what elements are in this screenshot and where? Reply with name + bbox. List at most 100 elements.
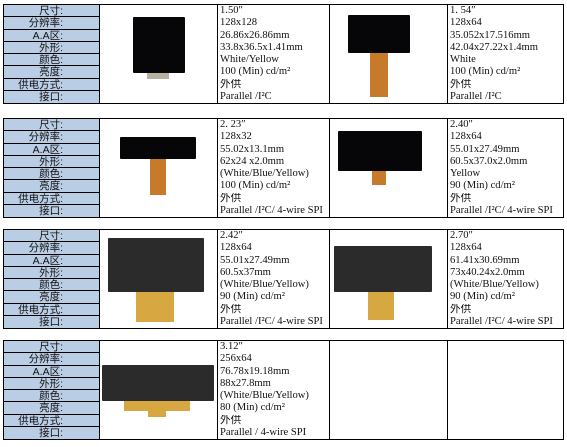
spec-values: 2.42" 128x64 55.01x27.49mm 60.5x37mm (Wh… bbox=[218, 230, 329, 328]
label-power: 供电方式: bbox=[4, 79, 99, 92]
spec-active-area: 55.01x27.49mm bbox=[220, 254, 290, 266]
product-cell: 2.70" 128x64 61.41x30.69mm 73x40.24x2.0m… bbox=[330, 230, 563, 328]
label-column: 尺寸: 分辨率: A.A区: 外形: 颜色: 亮度: 供电方式: 接口: bbox=[4, 119, 100, 217]
product-image bbox=[100, 5, 218, 103]
spec-power: 外供 bbox=[220, 414, 242, 426]
flex-cable bbox=[370, 53, 388, 97]
label-brightness: 亮度: bbox=[4, 291, 99, 304]
label-active-area: A.A区: bbox=[4, 144, 99, 156]
spec-brightness: 90 (Min) cd/m² bbox=[220, 291, 285, 303]
spec-values: 2.70" 128x64 61.41x30.69mm 73x40.24x2.0m… bbox=[448, 230, 563, 328]
label-color: 颜色: bbox=[4, 54, 99, 67]
label-size: 尺寸: bbox=[4, 119, 99, 132]
spec-outline: 42.04x27.22x1.4mm bbox=[450, 41, 538, 53]
label-outline: 外形: bbox=[4, 156, 99, 169]
oled-panel bbox=[348, 15, 410, 53]
spec-brightness: 80 (Min) cd/m² bbox=[220, 402, 285, 414]
flex-cable bbox=[148, 411, 166, 417]
spec-resolution: 128x64 bbox=[450, 17, 482, 29]
spec-color: (White/Blue/Yellow) bbox=[220, 168, 309, 180]
oled-panel bbox=[102, 365, 214, 401]
oled-panel bbox=[338, 131, 422, 171]
oled-panel bbox=[108, 238, 204, 292]
label-column: 尺寸: 分辨率: A.A区: 外形: 颜色: 亮度: 供电方式: 接口: bbox=[4, 341, 100, 439]
label-color: 颜色: bbox=[4, 168, 99, 181]
spec-interface: Parallel /I²C bbox=[450, 91, 502, 103]
spec-block-4: 尺寸: 分辨率: A.A区: 外形: 颜色: 亮度: 供电方式: 接口: 3.1… bbox=[3, 340, 564, 440]
label-power: 供电方式: bbox=[4, 304, 99, 317]
spec-active-area: 35.052x17.516mm bbox=[450, 29, 531, 41]
label-size: 尺寸: bbox=[4, 341, 99, 354]
spec-block-3: 尺寸: 分辨率: A.A区: 外形: 颜色: 亮度: 供电方式: 接口: 2.4… bbox=[3, 229, 564, 329]
spec-resolution: 128x128 bbox=[220, 17, 258, 29]
product-image bbox=[100, 119, 218, 217]
label-column: 尺寸: 分辨率: A.A区: 外形: 颜色: 亮度: 供电方式: 接口: bbox=[4, 5, 100, 103]
spec-brightness: 100 (Min) cd/m² bbox=[220, 180, 291, 192]
spec-values: 1. 54″ 128x64 35.052x17.516mm 42.04x27.2… bbox=[448, 5, 563, 103]
spec-values: 2.40" 128x64 55.01x27.49mm 60.5x37.0x2.0… bbox=[448, 119, 563, 217]
spec-size: 1. 54″ bbox=[450, 5, 476, 16]
label-active-area: A.A区: bbox=[4, 366, 99, 378]
spec-color: White/Yellow bbox=[220, 54, 279, 66]
spec-color: (White/Blue/Yellow) bbox=[220, 279, 309, 291]
label-column: 尺寸: 分辨率: A.A区: 外形: 颜色: 亮度: 供电方式: 接口: bbox=[4, 230, 100, 328]
label-interface: 接口: bbox=[39, 427, 63, 440]
product-cell: 3.12" 256x64 76.78x19.18mm 88x27.8mm (Wh… bbox=[100, 341, 329, 439]
spec-resolution: 128x32 bbox=[220, 131, 252, 143]
flex-cable bbox=[368, 292, 394, 320]
spec-interface: Parallel / 4-wire SPI bbox=[220, 427, 307, 439]
spec-size: 2.70" bbox=[450, 230, 473, 241]
product-cell: 2.40" 128x64 55.01x27.49mm 60.5x37.0x2.0… bbox=[330, 119, 563, 217]
spec-resolution: 256x64 bbox=[220, 353, 252, 365]
spec-brightness: 90 (Min) cd/m² bbox=[450, 180, 515, 192]
label-active-area: A.A区: bbox=[4, 30, 99, 42]
product-cell: 1. 54″ 128x64 35.052x17.516mm 42.04x27.2… bbox=[330, 5, 563, 103]
product-image bbox=[330, 5, 448, 103]
spec-active-area: 76.78x19.18mm bbox=[220, 365, 290, 377]
spec-interface: Parallel /I²C/ 4-wire SPI bbox=[450, 316, 553, 328]
spec-values: 1.50" 128x128 26.86x26.86mm 33.8x36.5x1.… bbox=[218, 5, 329, 103]
column-divider bbox=[447, 341, 448, 439]
label-power: 供电方式: bbox=[4, 193, 99, 206]
spec-resolution: 128x64 bbox=[220, 242, 252, 254]
spec-outline: 60.5x37.0x2.0mm bbox=[450, 155, 528, 167]
column-divider bbox=[329, 230, 330, 328]
spec-outline: 73x40.24x2.0mm bbox=[450, 266, 525, 278]
spec-interface: Parallel /I²C/ 4-wire SPI bbox=[450, 205, 553, 217]
spec-brightness: 90 (Min) cd/m² bbox=[450, 291, 515, 303]
spec-values: 2. 23″ 128x32 55.02x13.1mm 62x24 x2.0mm … bbox=[218, 119, 329, 217]
spec-power: 外供 bbox=[220, 192, 242, 204]
spec-active-area: 55.02x13.1mm bbox=[220, 143, 285, 155]
product-image bbox=[330, 230, 448, 328]
spec-color: (White/Blue/Yellow) bbox=[450, 279, 539, 291]
column-divider bbox=[329, 119, 330, 217]
label-interface: 接口: bbox=[39, 316, 63, 329]
spec-power: 外供 bbox=[220, 303, 242, 315]
label-color: 颜色: bbox=[4, 390, 99, 403]
label-resolution: 分辨率: bbox=[4, 131, 99, 144]
spec-block-1: 尺寸: 分辨率: A.A区: 外形: 颜色: 亮度: 供电方式: 接口: 1.5… bbox=[3, 4, 564, 104]
spec-power: 外供 bbox=[220, 78, 242, 90]
flex-cable bbox=[124, 401, 190, 411]
spec-block-2: 尺寸: 分辨率: A.A区: 外形: 颜色: 亮度: 供电方式: 接口: 2. … bbox=[3, 118, 564, 218]
flex-cable bbox=[147, 73, 169, 79]
flex-cable bbox=[150, 159, 166, 195]
spec-values: 3.12" 256x64 76.78x19.18mm 88x27.8mm (Wh… bbox=[218, 341, 329, 439]
flex-cable bbox=[372, 171, 386, 185]
spec-outline: 60.5x37mm bbox=[220, 266, 271, 278]
spec-size: 3.12" bbox=[220, 341, 243, 352]
spec-color: Yellow bbox=[450, 168, 481, 180]
product-cell: 2. 23″ 128x32 55.02x13.1mm 62x24 x2.0mm … bbox=[100, 119, 329, 217]
label-size: 尺寸: bbox=[4, 230, 99, 243]
spec-interface: Parallel /I²C/ 4-wire SPI bbox=[220, 316, 323, 328]
label-interface: 接口: bbox=[39, 205, 63, 218]
label-resolution: 分辨率: bbox=[4, 353, 99, 366]
spec-brightness: 100 (Min) cd/m² bbox=[220, 66, 291, 78]
label-size: 尺寸: bbox=[4, 5, 99, 18]
spec-power: 外供 bbox=[450, 192, 472, 204]
column-divider bbox=[329, 341, 330, 439]
label-outline: 外形: bbox=[4, 378, 99, 391]
spec-interface: Parallel /I²C/ 4-wire SPI bbox=[220, 205, 323, 217]
label-brightness: 亮度: bbox=[4, 180, 99, 193]
label-color: 颜色: bbox=[4, 279, 99, 292]
